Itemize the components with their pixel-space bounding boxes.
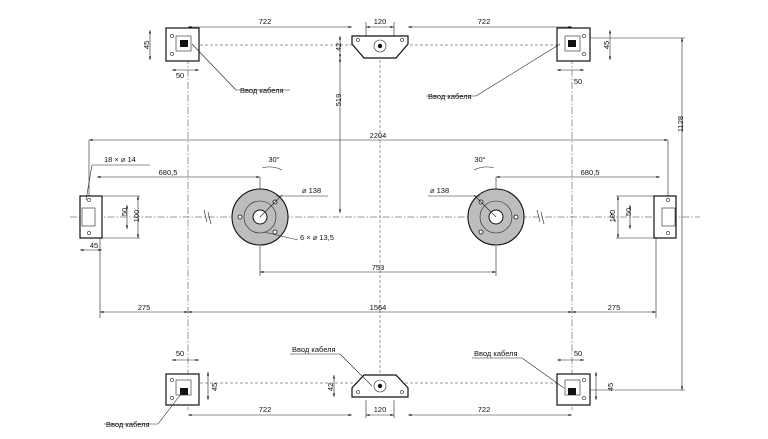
dim-45-top-left: 45: [142, 41, 151, 49]
bracket-top-left: [165, 27, 200, 62]
bracket-bottom-left: [165, 373, 200, 406]
dim-42-bottom: 42: [326, 383, 335, 391]
dim-50-top-left: 50: [176, 71, 184, 80]
note-cable-top-mid: Ввод кабеля: [428, 92, 472, 101]
dim-1564: 1564: [370, 303, 387, 312]
dim-120-top: 120: [374, 17, 387, 26]
dim-120-bottom: 120: [374, 405, 387, 414]
dim-50-top-right: 50: [574, 77, 582, 86]
dim-722-top-right: 722: [478, 17, 491, 26]
note-cable-bottom-left: Ввод кабеля: [106, 420, 150, 429]
dim-45-top-right: 45: [602, 41, 611, 49]
dimension-labels: 722 120 722 45 50 42 519 45 50 1128 2204…: [90, 17, 685, 414]
plate-left: [79, 195, 103, 239]
dim-680-right: 680,5: [581, 168, 600, 177]
dimension-lines: [80, 22, 685, 418]
dim-45-mid-left: 45: [90, 241, 98, 250]
notes: 18 × ⌀ 14 6 × ⌀ 13,5 Ввод кабеля Ввод ка…: [104, 86, 518, 429]
dim-275-left: 275: [138, 303, 151, 312]
base-circle-right: [467, 188, 525, 246]
note-cable-top-left: Ввод кабеля: [240, 86, 284, 95]
dim-519: 519: [334, 94, 343, 107]
dim-753: 753: [372, 263, 385, 272]
center-lines: [70, 32, 700, 410]
plate-right: [653, 195, 677, 239]
dim-138-right: ⌀ 138: [430, 186, 449, 195]
dim-50-bottom-left: 50: [176, 349, 184, 358]
dim-2204: 2204: [370, 131, 387, 140]
dim-42-top: 42: [334, 43, 343, 51]
dim-1128: 1128: [676, 116, 685, 132]
dim-722-bottom-right: 722: [478, 405, 491, 414]
dim-45-bottom-right: 45: [606, 383, 615, 391]
dim-50-bottom-right: 50: [574, 349, 582, 358]
mount-bottom-center: [351, 374, 409, 398]
dim-275-right: 275: [608, 303, 621, 312]
dim-100-mid-left: 100: [132, 210, 141, 223]
note-holes-18: 18 × ⌀ 14: [104, 155, 136, 164]
leader-lines: [85, 43, 565, 425]
dim-50-mid-right: 50: [624, 208, 633, 216]
mount-top-center: [351, 35, 409, 59]
note-holes-6: 6 × ⌀ 13,5: [300, 233, 334, 242]
dim-680-left: 680,5: [159, 168, 178, 177]
note-cable-bottom-right: Ввод кабеля: [474, 349, 518, 358]
bracket-bottom-right: [556, 373, 591, 406]
dim-100-mid-right: 100: [608, 210, 617, 223]
dim-30-left: 30°: [268, 155, 279, 164]
base-circle-left: [231, 188, 289, 246]
bracket-top-right: [556, 27, 591, 62]
dim-138-left: ⌀ 138: [302, 186, 321, 195]
note-cable-bottom-mid: Ввод кабеля: [292, 345, 336, 354]
spring-symbols: [203, 209, 617, 225]
dim-50-mid-left: 50: [120, 208, 129, 216]
dim-722-top-left: 722: [259, 17, 272, 26]
dim-30-right: 30°: [474, 155, 485, 164]
dim-722-bottom-left: 722: [259, 405, 272, 414]
dim-45-bottom-left: 45: [210, 383, 219, 391]
